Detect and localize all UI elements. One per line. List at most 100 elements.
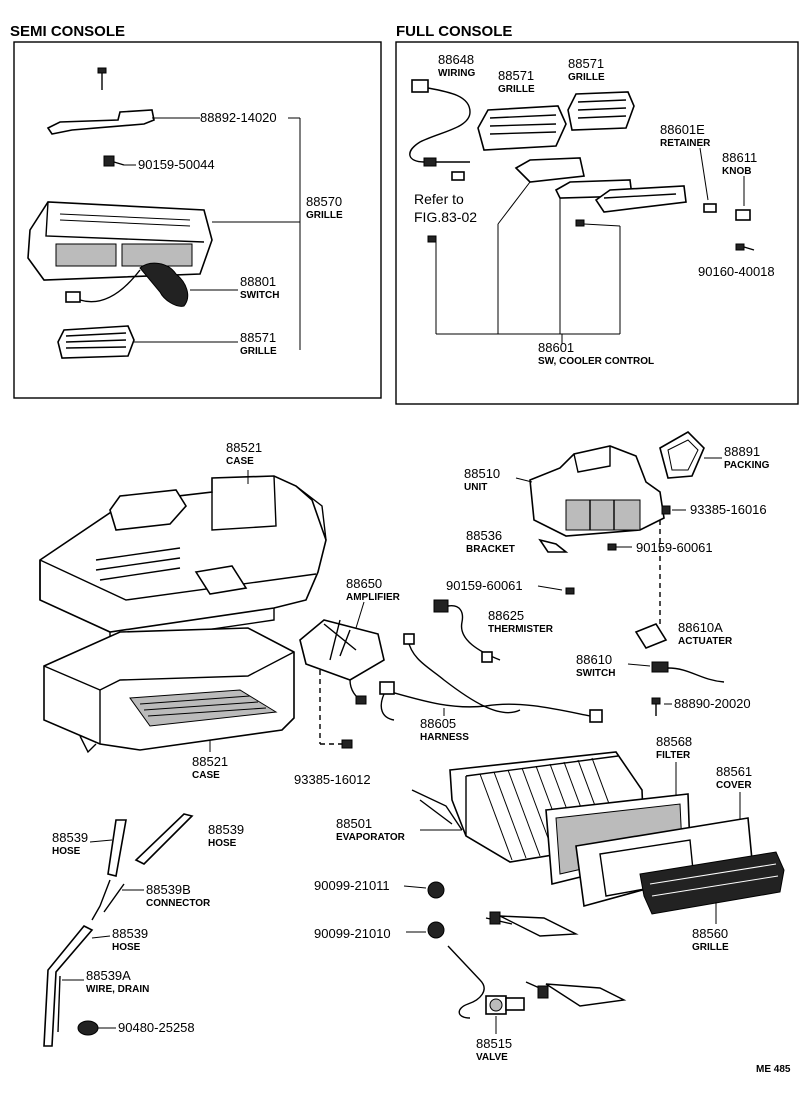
label-88521-lower-caption: CASE: [192, 770, 220, 781]
label-88539-a-caption: HOSE: [52, 846, 81, 857]
grommet-90099-21011: [427, 881, 445, 899]
label-90480-25258: 90480-25258: [118, 1020, 195, 1035]
label-88610A-caption: ACTUATER: [678, 636, 733, 647]
label-88601E-caption: RETAINER: [660, 138, 711, 149]
label-88571-full-a: 88571: [498, 68, 534, 83]
label-88601-caption: SW, COOLER CONTROL: [538, 356, 654, 367]
label-88625-caption: THERMISTER: [488, 624, 554, 635]
screw-93385-16012: [341, 739, 353, 749]
full-small-screw-1: [427, 235, 437, 243]
diagram-code: ME 485: [756, 1064, 791, 1075]
label-90159-60061-b: 90159-60061: [446, 578, 523, 593]
label-88571-semi: 88571: [240, 330, 276, 345]
label-88561-caption: COVER: [716, 780, 752, 791]
semi-bracket: [46, 109, 155, 135]
label-88605: 88605: [420, 716, 456, 731]
semi-screw: [97, 67, 107, 90]
lower-case: [43, 627, 295, 754]
label-88801-caption: SWITCH: [240, 290, 279, 301]
label-88571-full-b: 88571: [568, 56, 604, 71]
label-88648-caption: WIRING: [438, 68, 475, 79]
screw-88890-20020: [651, 697, 661, 716]
label-88568-caption: FILTER: [656, 750, 691, 761]
label-88539A: 88539A: [86, 968, 131, 983]
screw-90159-60061-a: [607, 543, 632, 551]
label-88570: 88570: [306, 194, 342, 209]
label-88539B: 88539B: [146, 882, 191, 897]
label-88510-caption: UNIT: [464, 482, 487, 493]
full-small-screw-2: [575, 219, 585, 227]
label-88521-upper-caption: CASE: [226, 456, 254, 467]
label-88515: 88515: [476, 1036, 512, 1051]
label-88570-caption: GRILLE: [306, 210, 343, 221]
thermister: [433, 599, 501, 663]
label-88536: 88536: [466, 528, 502, 543]
full-88601-leader: [435, 181, 621, 344]
connector: [91, 879, 125, 921]
label-88571-full-a-caption: GRILLE: [498, 84, 535, 95]
refer-fig-text: FIG.83-02: [414, 209, 477, 225]
label-88605-caption: HARNESS: [420, 732, 469, 743]
label-88521-upper: 88521: [226, 440, 262, 455]
full-wiring: [409, 79, 471, 181]
label-88539A-caption: WIRE, DRAIN: [86, 984, 149, 995]
label-90099-21011: 90099-21011: [314, 878, 390, 893]
label-90099-21010: 90099-21010: [314, 926, 391, 941]
label-88801: 88801: [240, 274, 276, 289]
label-88521-lower: 88521: [192, 754, 228, 769]
label-90159-50044: 90159-50044: [138, 157, 215, 172]
full-screw: [735, 243, 755, 251]
label-88571-full-b-caption: GRILLE: [568, 72, 605, 83]
label-88610-caption: SWITCH: [576, 668, 615, 679]
grommet-90099-21010: [427, 921, 445, 939]
label-88510: 88510: [464, 466, 500, 481]
semi-bolt: [103, 155, 125, 167]
hose-right-top: [134, 813, 194, 865]
semi-switch: [65, 262, 189, 307]
label-88625: 88625: [488, 608, 524, 623]
label-88561: 88561: [716, 764, 752, 779]
full-grille-right: [567, 91, 635, 131]
full-grille-left: [477, 105, 567, 151]
screw-90159-60061-b: [565, 587, 575, 595]
label-88650: 88650: [346, 576, 382, 591]
front-grille: [639, 851, 785, 915]
packing: [659, 431, 705, 479]
refer-to-text: Refer to: [414, 191, 464, 207]
full-retainer: [703, 203, 717, 213]
label-88568: 88568: [656, 734, 692, 749]
label-88891: 88891: [724, 444, 760, 459]
label-88539-a: 88539: [52, 830, 88, 845]
label-88610: 88610: [576, 652, 612, 667]
label-90160-40018: 90160-40018: [698, 264, 775, 279]
label-88539-c: 88539: [112, 926, 148, 941]
label-88539B-caption: CONNECTOR: [146, 898, 211, 909]
label-90159-60061-a: 90159-60061: [636, 540, 713, 555]
harness: [379, 633, 603, 723]
hose-lower: [43, 924, 94, 1047]
full-console-title: FULL CONSOLE: [396, 23, 512, 40]
actuater: [634, 623, 668, 649]
label-88539-c-caption: HOSE: [112, 942, 141, 953]
full-knob: [735, 209, 751, 221]
label-88611: 88611: [722, 150, 757, 165]
label-88648: 88648: [438, 52, 474, 67]
semi-grille-housing: [27, 201, 213, 281]
semi-console-frame: [13, 41, 382, 399]
label-88650-caption: AMPLIFIER: [346, 592, 401, 603]
full-console-frame: [395, 41, 799, 405]
expansion-valve: [447, 945, 525, 1019]
switch-88610: [651, 661, 725, 683]
bracket-88536: [538, 538, 569, 553]
label-88536-caption: BRACKET: [466, 544, 515, 555]
label-88539-b-caption: HOSE: [208, 838, 237, 849]
label-88571-semi-caption: GRILLE: [240, 346, 277, 357]
tube-clamps: [485, 911, 627, 1007]
label-88501: 88501: [336, 816, 372, 831]
label-88892-14020: 88892-14020: [200, 110, 277, 125]
drain-wire: [57, 975, 61, 1033]
label-88891-caption: PACKING: [724, 460, 770, 471]
label-88560: 88560: [692, 926, 728, 941]
upper-case: [39, 475, 327, 645]
